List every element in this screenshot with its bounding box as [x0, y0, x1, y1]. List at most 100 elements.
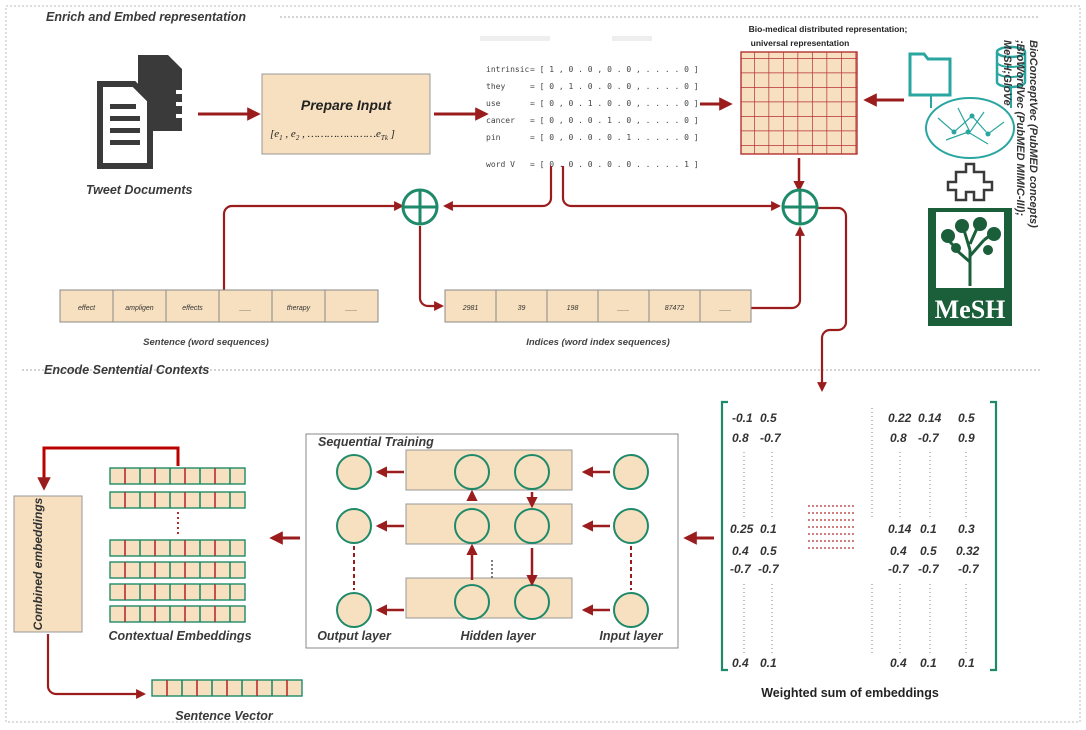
output-node	[337, 455, 371, 489]
index-text: 39	[518, 305, 526, 312]
plus-node-right	[783, 190, 817, 224]
mesh-logo: MeSH	[928, 208, 1012, 326]
onehot-vector: = [ 0 , 0 . 0 . 1 . 0 , . . . . 0 ]	[530, 116, 699, 125]
onehot-vector: = [ 0 , 1 . 0 . 0 . 0 , . . . . 0 ]	[530, 82, 699, 91]
matrix-value: 0.1	[920, 656, 937, 670]
weighted-sum-label: Weighted sum of embeddings	[761, 686, 939, 700]
onehot-vector: = [ 0 . 0 . 0 . 0 . 0 . . . . . 1 ]	[530, 160, 699, 169]
svg-text:Combined embeddings: Combined embeddings	[31, 497, 45, 630]
sequential-training-box: Sequential Training Output layer Hidden …	[306, 434, 678, 648]
resource-names: BioConceptVec (PubMED concepts) ;BioWord…	[1001, 40, 1039, 228]
puzzle-icon	[948, 164, 992, 200]
sequence-notation: [e1 , e2 , …………………eTk ]	[270, 128, 395, 142]
sentence-word-sequence: effectampligeneffects___therapy___	[60, 290, 378, 322]
tweet-documents-icon	[100, 55, 184, 166]
onehot-word: use	[486, 99, 501, 108]
onehot-vector: = [ 0 , 0 . 0 . 0 . 1 . . . . . 0 ]	[530, 133, 699, 142]
embedding-row	[110, 562, 245, 578]
matrix-value: 0.14	[888, 522, 912, 536]
index-text: 2981	[462, 305, 479, 312]
sentence-caption: Sentence (word sequences)	[143, 337, 269, 348]
matrix-value: 0.8	[732, 431, 749, 445]
biomed-title-1: Bio-medical distributed representation;	[749, 24, 908, 34]
matrix-value: 0.14	[918, 411, 942, 425]
onehot-word: intrinsic	[486, 65, 530, 74]
sentence-vector-label: Sentence Vector	[175, 709, 274, 723]
embedding-row	[110, 606, 245, 622]
prepare-input-label: Prepare Input	[301, 97, 393, 113]
tweet-documents-label: Tweet Documents	[86, 183, 193, 197]
prepare-input-box: Prepare Input [e1 , e2 , …………………eTk ]	[262, 74, 430, 154]
matrix-value: 0.5	[958, 411, 975, 425]
onehot-word: pin	[486, 133, 501, 142]
index-text: ___	[719, 305, 732, 312]
hidden-node	[515, 585, 549, 619]
matrix-value: 0.8	[890, 431, 907, 445]
weighted-sum-matrix: -0.1 0.5 0.8 -0.7 0.25 0.1 0.4 0.5 -0.7 -0.7 0.4 0.…	[722, 402, 996, 670]
onehot-vector: = [ 1 , 0 . 0 , 0 . 0 , . . . . 0 ]	[530, 65, 699, 74]
matrix-value: -0.7	[958, 562, 980, 576]
output-node	[337, 593, 371, 627]
matrix-value: 0.1	[958, 656, 975, 670]
mesh-logo-text: MeSH	[935, 295, 1006, 324]
contextual-embeddings-label: Contextual Embeddings	[108, 629, 251, 643]
index-text: ___	[617, 305, 630, 312]
hidden-layer-label: Hidden layer	[460, 629, 536, 643]
matrix-value: 0.1	[760, 656, 777, 670]
onehot-vector: = [ 0 , 0 . 1 . 0 . 0 , . . . . 0 ]	[530, 99, 699, 108]
input-node	[614, 455, 648, 489]
output-layer-label: Output layer	[317, 629, 392, 643]
section-title-enrich: Enrich and Embed representation	[46, 10, 246, 24]
sentence-word-text: therapy	[287, 305, 311, 312]
input-node	[614, 509, 648, 543]
brain-network-icon	[926, 98, 1014, 158]
plus-node-left	[403, 190, 437, 224]
input-layer-label: Input layer	[599, 629, 663, 643]
sentence-vector	[152, 680, 302, 696]
matrix-value: -0.1	[732, 411, 753, 425]
matrix-value: -0.7	[918, 431, 940, 445]
matrix-value: -0.7	[918, 562, 940, 576]
indices-caption: Indices (word index sequences)	[526, 337, 670, 348]
matrix-value: -0.7	[758, 562, 780, 576]
matrix-value: 0.22	[888, 411, 912, 425]
index-text: 87472	[665, 305, 685, 312]
svg-text:MeSH;GloVe: MeSH;GloVe	[1001, 40, 1013, 106]
matrix-value: 0.5	[920, 544, 937, 558]
biomed-title-2: universal representation	[751, 38, 850, 48]
hidden-node	[455, 509, 489, 543]
svg-text:BioConceptVec (PubMED concepts: BioConceptVec (PubMED concepts)	[1027, 40, 1039, 228]
folder-icon	[910, 54, 950, 95]
contextual-embeddings	[110, 468, 245, 622]
matrix-value: 0.9	[958, 431, 975, 445]
matrix-value: 0.3	[958, 522, 975, 536]
matrix-value: 0.4	[890, 656, 907, 670]
hidden-node	[455, 455, 489, 489]
onehot-word: cancer	[486, 116, 515, 125]
matrix-value: 0.1	[920, 522, 937, 536]
embedding-row	[110, 584, 245, 600]
matrix-value: 0.5	[760, 411, 777, 425]
matrix-value: 0.4	[732, 544, 749, 558]
section-title-encode: Encode Sentential Contexts	[44, 363, 209, 377]
svg-text:;BioWordVec (PubMED MIMIC-III): ;BioWordVec (PubMED MIMIC-III);	[1014, 40, 1026, 216]
hidden-node	[515, 455, 549, 489]
matrix-value: -0.7	[760, 431, 782, 445]
one-hot-vectors: intrinsic= [ 1 , 0 . 0 , 0 . 0 , . . . .…	[480, 36, 699, 169]
matrix-value: -0.7	[888, 562, 910, 576]
sentence-word-text: effect	[78, 305, 96, 312]
onehot-word: they	[486, 82, 505, 91]
input-node	[614, 593, 648, 627]
matrix-value: 0.4	[890, 544, 907, 558]
matrix-value: 0.25	[730, 522, 754, 536]
sentence-word-text: ___	[239, 305, 252, 312]
matrix-value: 0.5	[760, 544, 777, 558]
matrix-value: 0.32	[956, 544, 980, 558]
hidden-node	[455, 585, 489, 619]
matrix-value: 0.1	[760, 522, 777, 536]
embedding-matrix-grid	[741, 52, 857, 154]
matrix-value: -0.7	[730, 562, 752, 576]
hidden-node	[515, 509, 549, 543]
embedding-row	[110, 492, 245, 508]
